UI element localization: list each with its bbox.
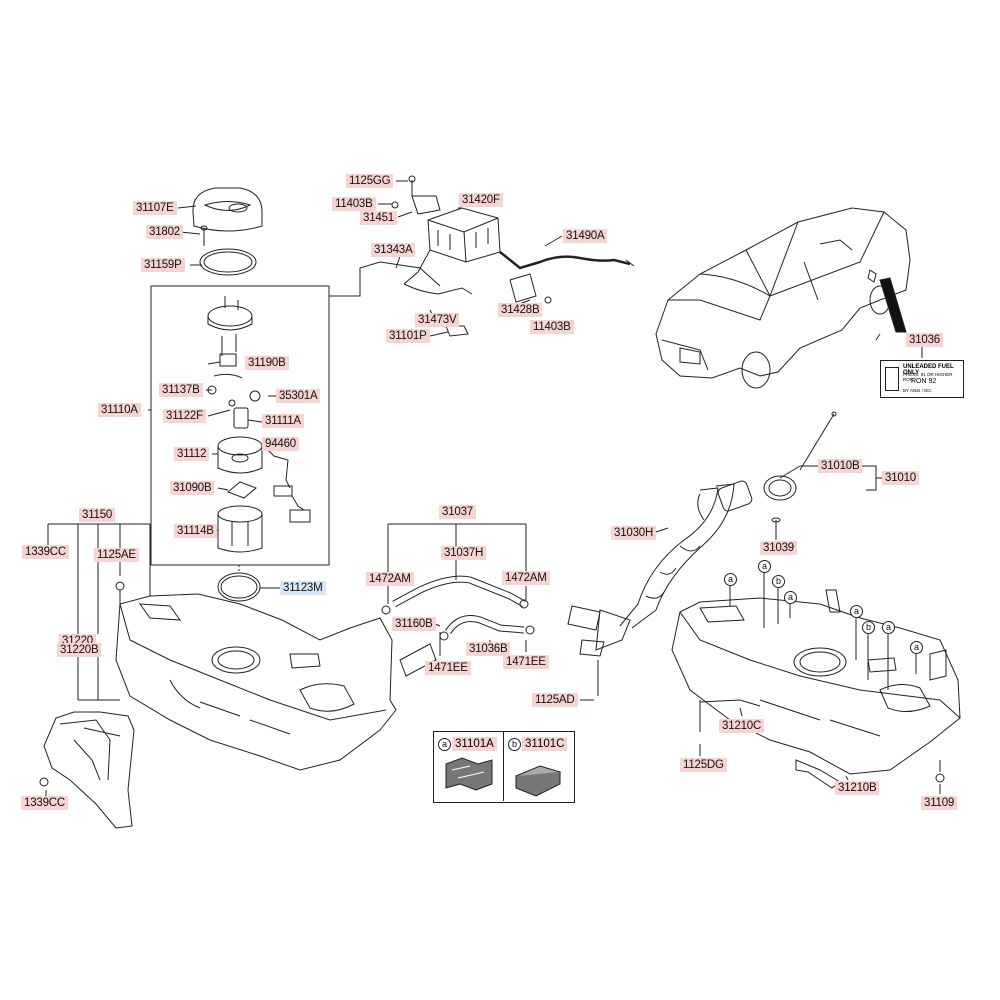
part-label-31101P[interactable]: 31101P bbox=[386, 329, 430, 343]
part-label-31111A[interactable]: 31111A bbox=[262, 414, 304, 428]
warning-icon bbox=[885, 367, 899, 391]
part-label-31473V[interactable]: 31473V bbox=[415, 313, 460, 327]
callout-a: a bbox=[910, 641, 923, 654]
part-label-11403B-low[interactable]: 11403B bbox=[530, 320, 574, 334]
part-label-31160B[interactable]: 31160B bbox=[392, 617, 436, 631]
callout-a: a bbox=[882, 621, 895, 634]
part-label-1125DG[interactable]: 1125DG bbox=[680, 758, 727, 772]
legend-b-circle: b bbox=[508, 738, 521, 751]
part-label-1125AE[interactable]: 1125AE bbox=[94, 548, 139, 562]
part-label-1125AD[interactable]: 1125AD bbox=[532, 693, 578, 707]
part-label-31150[interactable]: 31150 bbox=[79, 508, 116, 522]
part-label-31037[interactable]: 31037 bbox=[439, 505, 476, 519]
legend-divider bbox=[503, 731, 504, 801]
fuel-label-line3: RON 92 bbox=[911, 378, 937, 385]
legend-b-part[interactable]: 31101C bbox=[522, 737, 568, 751]
callout-b: b bbox=[772, 575, 785, 588]
right-fuel-tank bbox=[671, 589, 961, 775]
part-label-31220B[interactable]: 31220B bbox=[57, 643, 102, 657]
part-label-31010[interactable]: 31010 bbox=[882, 471, 919, 485]
part-label-35301A[interactable]: 35301A bbox=[276, 389, 321, 403]
part-label-31107E[interactable]: 31107E bbox=[133, 201, 177, 215]
part-label-31036B[interactable]: 31036B bbox=[466, 642, 511, 656]
part-label-31036[interactable]: 31036 bbox=[906, 333, 943, 347]
part-label-31451[interactable]: 31451 bbox=[360, 211, 397, 225]
fuel-label-line2: PRESS, 91 OR HIGHER RON bbox=[903, 372, 953, 382]
part-label-31110A[interactable]: 31110A bbox=[98, 403, 141, 417]
part-label-31420F[interactable]: 31420F bbox=[459, 193, 503, 207]
callout-a: a bbox=[758, 560, 771, 573]
part-label-31114B[interactable]: 31114B bbox=[174, 524, 217, 538]
callout-a: a bbox=[850, 605, 863, 618]
part-label-1339CC-top[interactable]: 1339CC bbox=[22, 545, 69, 559]
part-label-1125GG[interactable]: 1125GG bbox=[346, 174, 394, 188]
callout-a: a bbox=[784, 591, 797, 604]
part-label-31030H[interactable]: 31030H bbox=[611, 526, 657, 540]
part-label-1471EE-right[interactable]: 1471EE bbox=[503, 655, 549, 669]
left-fuel-tank bbox=[115, 593, 397, 771]
part-label-1471EE-left[interactable]: 1471EE bbox=[425, 661, 471, 675]
part-label-1339CC-low[interactable]: 1339CC bbox=[21, 796, 68, 810]
part-label-31343A[interactable]: 31343A bbox=[371, 243, 416, 257]
part-label-94460[interactable]: 94460 bbox=[262, 437, 299, 451]
part-label-31490A[interactable]: 31490A bbox=[563, 229, 608, 243]
part-label-31037H[interactable]: 31037H bbox=[441, 546, 487, 560]
part-label-31090B[interactable]: 31090B bbox=[170, 481, 215, 495]
part-label-31123M[interactable]: 31123M bbox=[280, 581, 326, 595]
part-label-31159P[interactable]: 31159P bbox=[141, 258, 185, 272]
part-label-1472AM-right[interactable]: 1472AM bbox=[502, 571, 550, 585]
fuel-label-line1: UNLEADED FUEL ONLY bbox=[903, 364, 954, 376]
callout-a: a bbox=[724, 573, 737, 586]
part-label-31428B[interactable]: 31428B bbox=[498, 303, 543, 317]
part-label-31112[interactable]: 31112 bbox=[174, 447, 210, 461]
part-label-31122F[interactable]: 31122F bbox=[163, 409, 206, 423]
part-label-31109[interactable]: 31109 bbox=[921, 796, 958, 810]
part-label-1472AM-left[interactable]: 1472AM bbox=[366, 572, 414, 586]
cover-plate bbox=[192, 187, 263, 232]
pump-assembly-frame bbox=[150, 285, 330, 566]
part-label-31210C[interactable]: 31210C bbox=[719, 719, 765, 733]
legend-a-part[interactable]: 31101A bbox=[452, 737, 497, 751]
legend-box bbox=[433, 731, 575, 803]
fuel-label-line4: BY ANSI / IEC bbox=[903, 388, 932, 393]
callout-b: b bbox=[862, 621, 875, 634]
part-label-31010B[interactable]: 31010B bbox=[818, 459, 863, 473]
legend-a-circle: a bbox=[438, 738, 451, 751]
part-label-31190B[interactable]: 31190B bbox=[245, 356, 289, 370]
part-label-31039[interactable]: 31039 bbox=[760, 541, 797, 555]
heat-shield bbox=[43, 711, 135, 829]
part-label-31137B[interactable]: 31137B bbox=[159, 383, 203, 397]
part-label-11403B-top[interactable]: 11403B bbox=[332, 197, 376, 211]
fuel-label-card: UNLEADED FUEL ONLY PRESS, 91 OR HIGHER R… bbox=[880, 360, 964, 398]
part-label-31210B[interactable]: 31210B bbox=[835, 781, 880, 795]
part-label-31802[interactable]: 31802 bbox=[146, 225, 183, 239]
car-outline bbox=[655, 207, 911, 389]
